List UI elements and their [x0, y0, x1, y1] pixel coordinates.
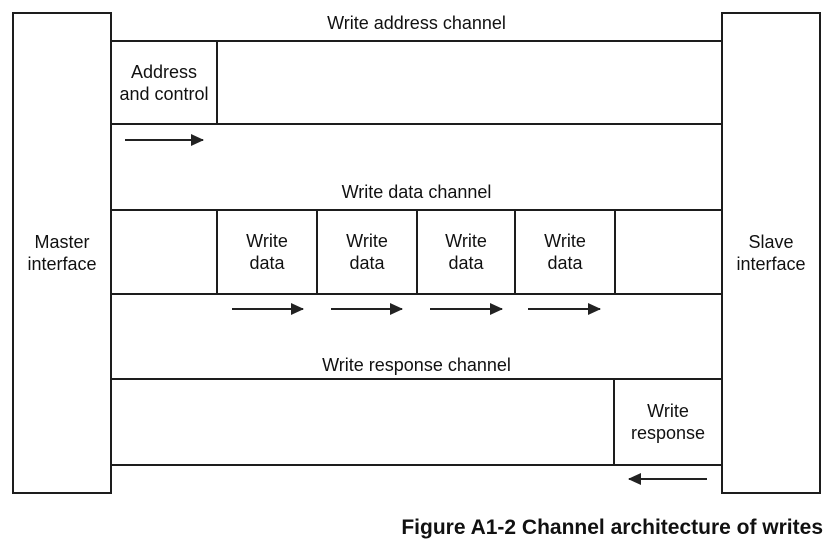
write-address-arrow-right-icon — [125, 134, 204, 146]
write-data-2-line2: data — [349, 253, 385, 273]
write-data-1-line2: data — [249, 253, 285, 273]
write-data-label-1: Write data — [246, 230, 288, 274]
response-channel-empty-cell — [112, 380, 615, 464]
slave-label-line2: interface — [736, 254, 806, 274]
write-data-label-3: Write data — [445, 230, 487, 274]
data-channel-empty-cell-right — [616, 211, 721, 293]
address-box-line1: Address — [130, 61, 198, 82]
write-data-1-line1: Write — [246, 231, 288, 251]
write-data-box-4: Write data — [516, 211, 616, 293]
slave-interface-label: Slave interface — [736, 231, 805, 275]
write-response-box: Write response — [615, 380, 721, 464]
slave-label-line1: Slave — [748, 232, 794, 252]
write-data-arrow-right-icon-2 — [331, 303, 403, 315]
write-response-label: Write response — [631, 400, 705, 444]
write-data-4-line2: data — [547, 253, 583, 273]
write-data-label-2: Write data — [346, 230, 388, 274]
write-response-line1: Write — [647, 401, 689, 421]
address-box-line2: and control — [119, 83, 209, 104]
write-data-box-3: Write data — [418, 211, 516, 293]
master-interface-box: Master interface — [12, 12, 112, 494]
write-data-channel-band: Write data Write data Write data Write d… — [112, 209, 721, 295]
slave-interface-box: Slave interface — [721, 12, 821, 494]
data-channel-empty-cell-left — [112, 211, 218, 293]
write-response-arrow-left-icon — [628, 473, 707, 485]
address-channel-empty-cell — [218, 42, 721, 123]
master-label-line1: Master — [34, 232, 90, 252]
write-data-arrow-right-icon-3 — [430, 303, 503, 315]
write-data-2-line1: Write — [346, 231, 388, 251]
write-data-4-line1: Write — [544, 231, 586, 251]
master-label-line2: interface — [27, 254, 97, 274]
write-response-line2: response — [630, 423, 706, 443]
write-data-box-1: Write data — [218, 211, 318, 293]
master-interface-label: Master interface — [27, 231, 96, 275]
write-address-channel-band: Address and control — [112, 40, 721, 125]
address-and-control-label: Address and control — [119, 61, 208, 105]
write-data-arrow-right-icon-1 — [232, 303, 304, 315]
write-data-label-4: Write data — [544, 230, 586, 274]
figure-caption: Figure A1-2 Channel architecture of writ… — [401, 516, 823, 539]
write-response-channel-title: Write response channel — [322, 355, 511, 375]
write-data-channel-title: Write data channel — [341, 182, 492, 202]
write-data-3-line1: Write — [445, 231, 487, 251]
write-response-channel-band: Write response — [112, 378, 721, 466]
address-and-control-box: Address and control — [112, 42, 218, 123]
write-data-arrow-right-icon-4 — [528, 303, 601, 315]
write-data-3-line2: data — [448, 253, 484, 273]
write-address-channel-title: Write address channel — [327, 13, 506, 33]
write-data-box-2: Write data — [318, 211, 418, 293]
